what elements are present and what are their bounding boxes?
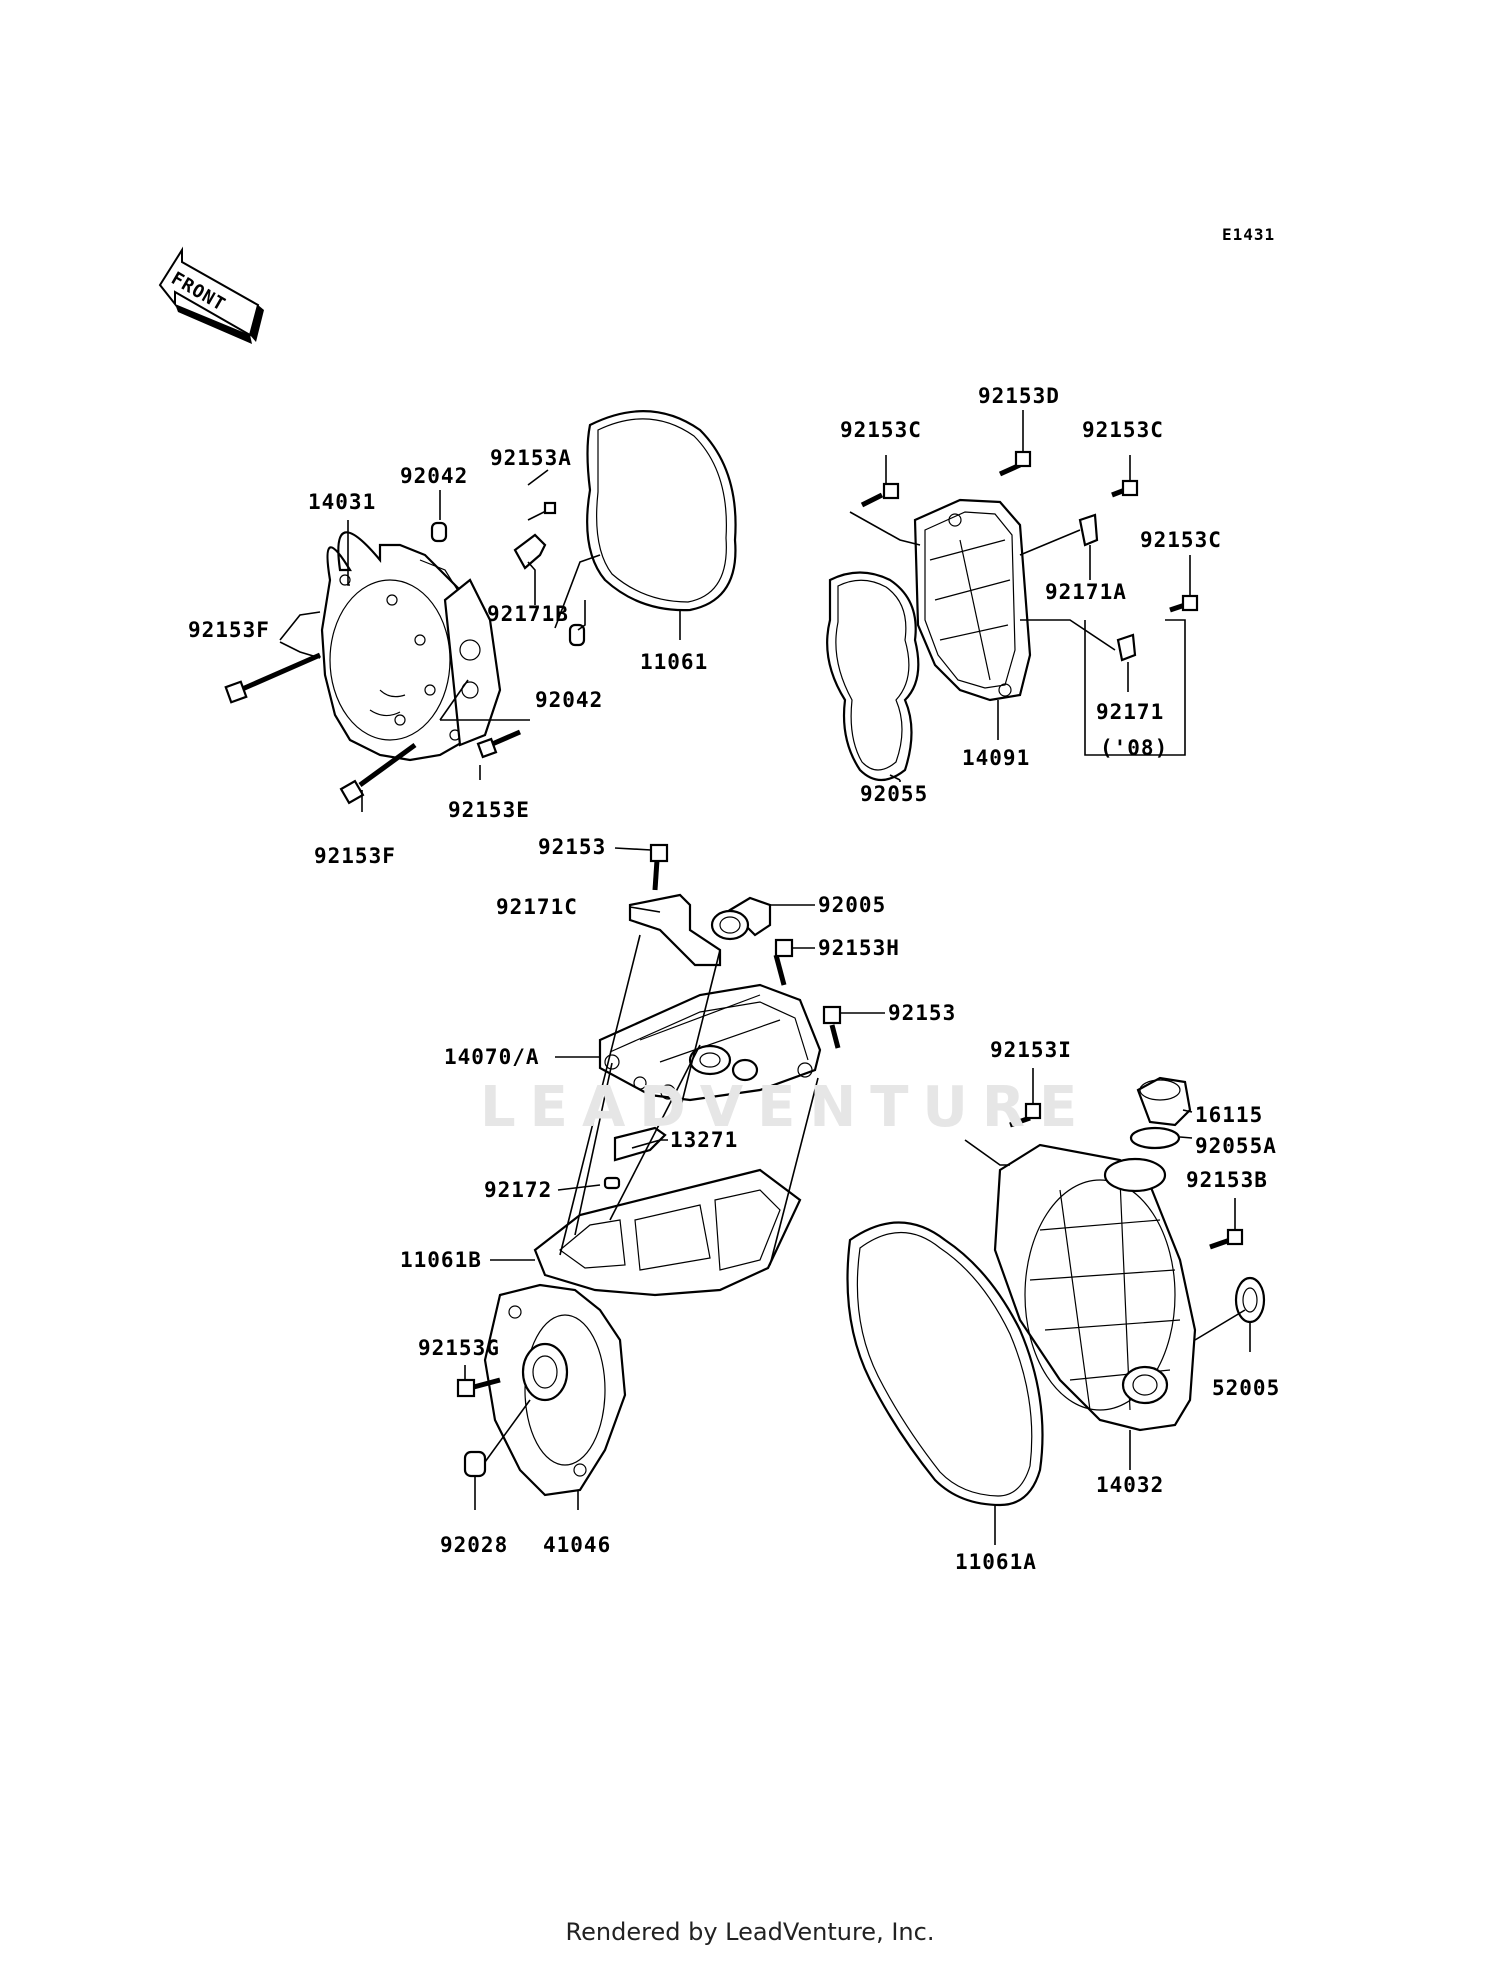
leaders-center — [490, 847, 885, 1266]
washer-92172 — [603, 1176, 621, 1190]
gasket-11061 — [586, 410, 737, 612]
label-08: ('08) — [1100, 736, 1169, 760]
gasket-11061b — [533, 1168, 802, 1297]
bolt-92153b — [1209, 1228, 1244, 1250]
label-92042-a: 92042 — [400, 464, 469, 488]
label-14031: 14031 — [308, 490, 377, 514]
leaders-bottom-left — [464, 1365, 579, 1510]
label-92153f-a: 92153F — [188, 618, 270, 642]
label-92171c: 92171C — [496, 895, 578, 919]
union-92005 — [710, 896, 772, 941]
label-16115: 16115 — [1195, 1103, 1264, 1127]
bolt-92153i — [1009, 1102, 1042, 1128]
label-92153f-b: 92153F — [314, 844, 396, 868]
watermark: LEADVENTURE — [480, 1075, 1092, 1140]
label-52005: 52005 — [1212, 1376, 1281, 1400]
label-92153-top: 92153 — [538, 835, 607, 859]
label-41046: 41046 — [543, 1533, 612, 1557]
label-92055: 92055 — [860, 782, 929, 806]
bolt-92153f-b — [339, 742, 417, 805]
leaders-left — [279, 469, 681, 812]
bolt-92153e — [476, 729, 521, 759]
front-arrow-icon — [158, 246, 264, 344]
cover-14070a — [598, 983, 822, 1102]
gasket-11061a — [846, 1221, 1044, 1507]
label-92153e: 92153E — [448, 798, 530, 822]
bolt-92153a — [527, 501, 557, 521]
label-92153i: 92153I — [990, 1038, 1072, 1062]
dowel-92042-b — [568, 623, 586, 647]
label-92153a: 92153A — [490, 446, 572, 470]
plug-92028 — [463, 1450, 487, 1478]
leaders-right-top — [849, 410, 1191, 782]
cover-41046 — [483, 1283, 627, 1497]
label-92153h: 92153H — [818, 936, 900, 960]
oring-92055a — [1129, 1126, 1181, 1150]
dowel-92042-a — [430, 521, 448, 543]
plate-92171c — [628, 893, 722, 967]
label-14091: 14091 — [962, 746, 1031, 770]
label-11061: 11061 — [640, 650, 709, 674]
bolt-92153d — [998, 450, 1032, 477]
bolt-92153h — [773, 938, 794, 986]
label-92153-mid: 92153 — [888, 1001, 957, 1025]
cover-14032 — [993, 1143, 1197, 1432]
cap-16115 — [1136, 1076, 1192, 1127]
leaders-bottom-right — [964, 1068, 1251, 1545]
label-92172: 92172 — [484, 1178, 553, 1202]
label-92153c-b: 92153C — [1082, 418, 1164, 442]
footer-credit: Rendered by LeadVenture, Inc. — [565, 1918, 935, 1946]
diagram-code: E1431 — [1222, 225, 1276, 244]
clamp-92171a — [1078, 513, 1099, 547]
bolt-92153c-a — [860, 482, 900, 508]
bolt-92153g — [456, 1377, 501, 1398]
cover-14091 — [913, 498, 1032, 702]
label-92005: 92005 — [818, 893, 887, 917]
label-92153g: 92153G — [418, 1336, 500, 1360]
seal-52005 — [1234, 1276, 1266, 1324]
label-92153b: 92153B — [1186, 1168, 1268, 1192]
label-92171b: 92171B — [487, 602, 569, 626]
bolt-92153-top — [649, 843, 669, 891]
label-92028: 92028 — [440, 1533, 509, 1557]
label-92055a: 92055A — [1195, 1134, 1277, 1158]
label-14032: 14032 — [1096, 1473, 1165, 1497]
generator-cover-14031 — [320, 531, 502, 762]
label-13271: 13271 — [670, 1128, 739, 1152]
label-92042-b: 92042 — [535, 688, 604, 712]
clamp-92171 — [1116, 633, 1137, 662]
label-14070a: 14070/A — [444, 1045, 540, 1069]
label-92153c-c: 92153C — [1140, 528, 1222, 552]
label-11061b: 11061B — [400, 1248, 482, 1272]
label-92171: 92171 — [1096, 700, 1165, 724]
label-92153c-a: 92153C — [840, 418, 922, 442]
bolt-92153-mid — [822, 1005, 842, 1049]
label-92171a: 92171A — [1045, 580, 1127, 604]
bolt-92153c-b — [1111, 479, 1139, 498]
bolt-92153f-a — [224, 652, 322, 704]
clamp-92171b — [513, 533, 547, 570]
gasket-92055 — [826, 571, 920, 782]
bolt-92153c-c — [1169, 594, 1199, 613]
label-92153d: 92153D — [978, 384, 1060, 408]
label-11061a: 11061A — [955, 1550, 1037, 1574]
